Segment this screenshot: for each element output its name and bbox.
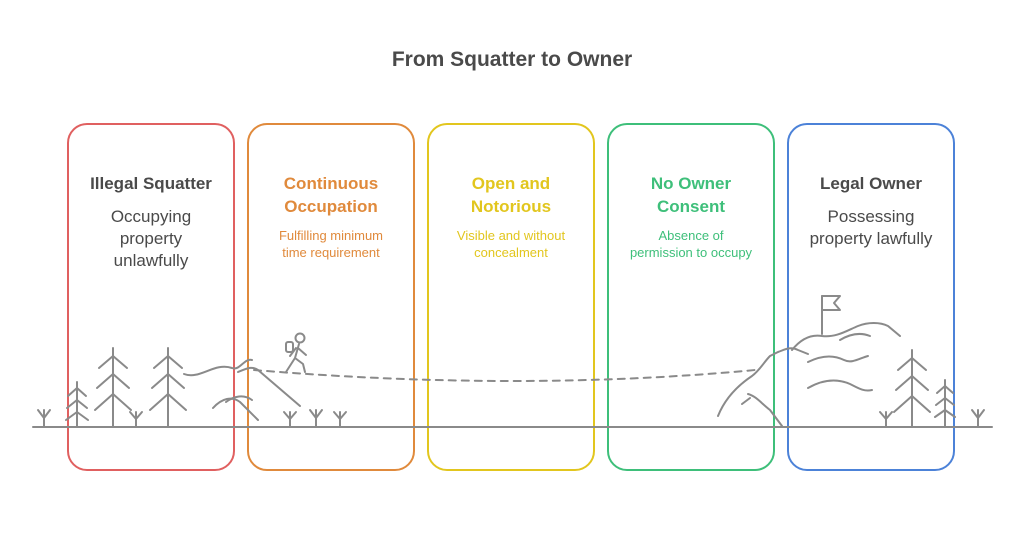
stage-heading: Open and Notorious	[470, 174, 552, 216]
grass-icon	[971, 409, 985, 428]
stage-description: Visible and without concealment	[456, 228, 566, 260]
grass-icon	[37, 409, 51, 428]
stage-description: Possessing property lawfully	[809, 207, 933, 248]
stage-description: Fulfilling minimum time requirement	[278, 228, 384, 260]
stage-description: Occupying property unlawfully	[110, 207, 192, 270]
stage-panel-open-and-notorious: Open and Notorious Visible and without c…	[427, 123, 595, 471]
diagram-title: From Squatter to Owner	[391, 48, 633, 71]
stage-heading: Continuous Occupation	[283, 174, 379, 216]
stage-panel-continuous-occupation: Continuous Occupation Fulfilling minimum…	[247, 123, 415, 471]
stage-heading: Illegal Squatter	[90, 174, 212, 193]
stage-heading: No Owner Consent	[650, 174, 732, 216]
stage-heading: Legal Owner	[819, 174, 923, 193]
stage-panel-no-owner-consent: No Owner Consent Absence of permission t…	[607, 123, 775, 471]
stage-panel-legal-owner: Legal Owner Possessing property lawfully	[787, 123, 955, 471]
stage-description: Absence of permission to occupy	[629, 228, 753, 260]
stage-panel-illegal-squatter: Illegal Squatter Occupying property unla…	[67, 123, 235, 471]
